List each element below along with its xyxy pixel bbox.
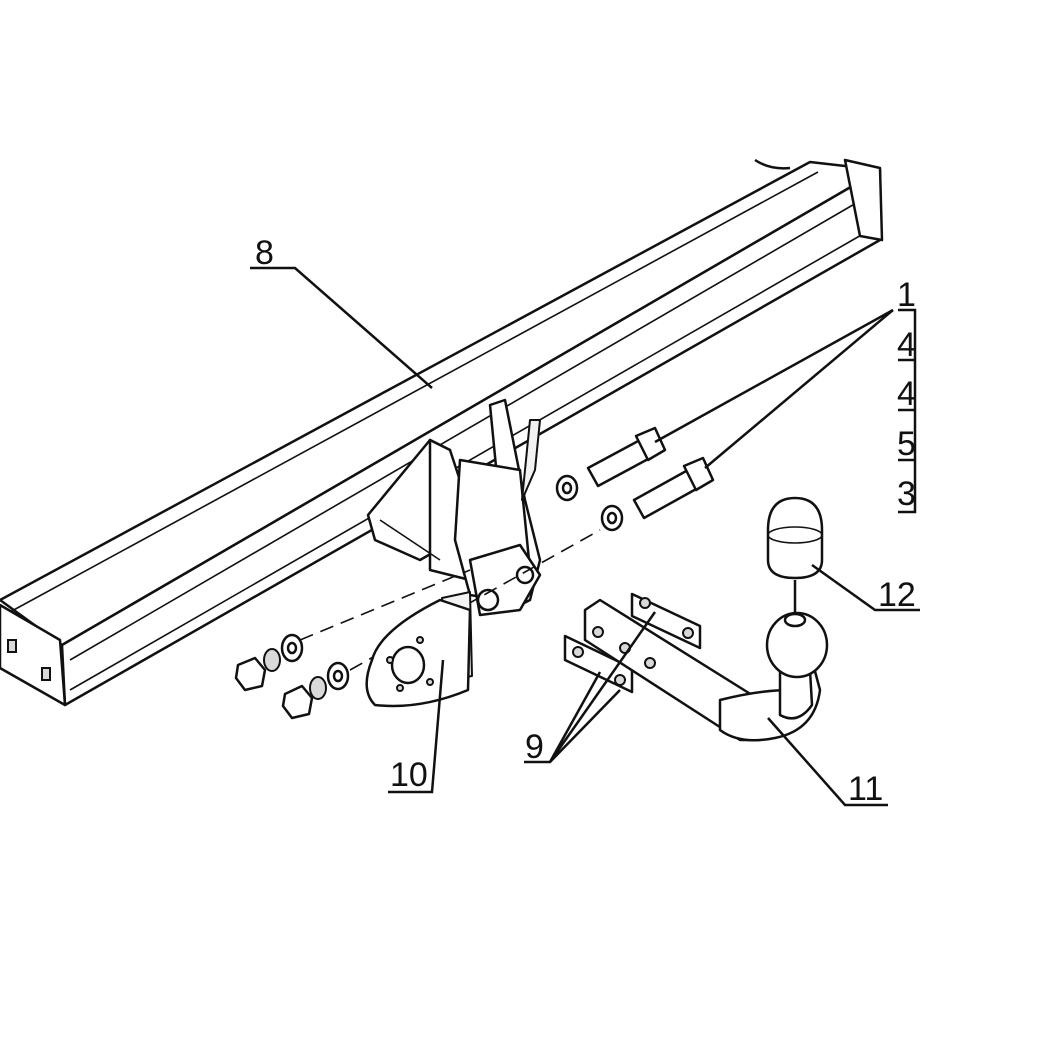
washers-right [555, 474, 624, 532]
label-part-1: 1 [897, 276, 916, 314]
tow-ball-cap [766, 496, 824, 612]
label-part-11: 11 [848, 770, 884, 808]
label-part-3: 3 [897, 475, 916, 513]
crossbeam [0, 158, 884, 707]
label-part-9: 9 [525, 728, 544, 766]
socket-plate [365, 591, 473, 708]
nuts-washers-left [234, 633, 350, 720]
label-part-4a: 4 [897, 326, 916, 364]
bolt-upper [586, 426, 667, 488]
label-part-10: 10 [390, 756, 428, 794]
leader-lines [250, 266, 920, 807]
label-part-5: 5 [897, 425, 916, 463]
bolt-lower [632, 456, 715, 520]
label-part-8: 8 [255, 234, 274, 272]
tow-neck [583, 598, 829, 742]
label-part-12: 12 [878, 576, 916, 614]
mounting-bracket [366, 398, 542, 617]
label-part-4b: 4 [897, 375, 916, 413]
